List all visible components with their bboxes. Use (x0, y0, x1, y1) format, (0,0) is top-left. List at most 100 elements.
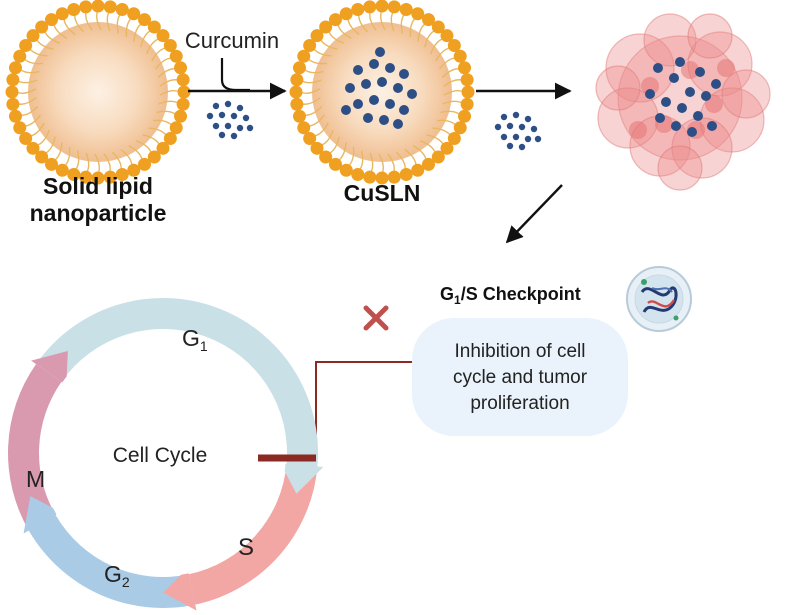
lipid-head (13, 49, 27, 63)
inhibit-x-icon (363, 305, 389, 331)
inhibition-callout (412, 318, 628, 436)
phase-g2-arrow-tip (23, 496, 61, 534)
lipid-head (387, 0, 401, 14)
curcumin-pointer (220, 58, 250, 92)
lipid-head (447, 131, 461, 145)
lipid-head (174, 61, 188, 75)
curcumin-dot (524, 115, 532, 123)
curcumin-dot (512, 111, 520, 119)
lipid-head (319, 150, 333, 164)
lipid-head (458, 109, 472, 123)
cusln-nanoparticle (289, 0, 475, 185)
curcumin-dot (375, 47, 385, 57)
tumor-cell (657, 145, 703, 191)
curcumin-dot (353, 99, 363, 109)
tumor-nucleus (629, 121, 647, 139)
lipid-head (147, 150, 161, 164)
curcumin-dot (379, 115, 389, 125)
lipid-head (319, 20, 333, 34)
curcumin-dot (685, 87, 695, 97)
lipid-head (440, 29, 454, 43)
lipid-head (431, 20, 445, 34)
lipid-head (303, 131, 317, 145)
tumor-nucleus (717, 59, 735, 77)
lipid-head (421, 13, 435, 27)
curcumin-dot (236, 124, 244, 132)
lipid-head (440, 141, 454, 155)
lipid-head (458, 61, 472, 75)
lipid-head (127, 163, 141, 177)
curcumin-dot (206, 112, 214, 120)
lipid-head (399, 168, 413, 182)
lipid-core (28, 22, 168, 162)
lipid-head (156, 141, 170, 155)
curcumin-dot (399, 69, 409, 79)
phase-g2-label: G2 (104, 561, 130, 590)
lipid-head (67, 168, 81, 182)
lipid-head (351, 2, 365, 16)
lipid-head (453, 49, 467, 63)
phase-g2-segment (28, 515, 196, 608)
curcumin-dot (224, 122, 232, 130)
lipid-head (411, 163, 425, 177)
phase-m-segment (7, 364, 62, 531)
lipid-head (339, 7, 353, 21)
lipid-head (147, 20, 161, 34)
checkpoint-title: G1/S Checkpoint (440, 284, 581, 307)
lipid-head (363, 170, 377, 184)
curcumin-dot (661, 97, 671, 107)
curcumin-dot (500, 133, 508, 141)
tumor-nucleus (681, 61, 699, 79)
curcumin-dot (695, 67, 705, 77)
curcumin-dot (369, 59, 379, 69)
curcumin-dot (707, 121, 717, 131)
lipid-head (163, 131, 177, 145)
sln-label-line1: Solid lipid (43, 173, 153, 199)
lipid-head (5, 85, 19, 99)
arrow-down-left-icon (505, 184, 563, 244)
lipid-head (387, 170, 401, 184)
sln-label-line2: nanoparticle (30, 200, 167, 226)
curcumin-dot (645, 89, 655, 99)
curcumin-dot (530, 125, 538, 133)
cell-nucleus-icon (626, 266, 692, 332)
curcumin-dot (230, 132, 238, 140)
tumor-cell (687, 13, 733, 59)
phase-s-arrow-tip (163, 568, 197, 611)
lipid-head (297, 121, 311, 135)
lipid-head (460, 73, 474, 87)
solid-lipid-nanoparticle (5, 0, 191, 185)
lipid-head (45, 157, 59, 171)
curcumin-released-molecules (494, 111, 542, 151)
curcumin-dot (677, 103, 687, 113)
tumor-cell (643, 13, 697, 67)
lipid-head (35, 150, 49, 164)
lipid-head (79, 170, 93, 184)
curcumin-dot (246, 124, 254, 132)
lipid-head (79, 0, 93, 14)
lipid-head (35, 20, 49, 34)
cell-cycle-label: Cell Cycle (113, 444, 208, 467)
phase-g1-arrow-tip (280, 463, 324, 494)
curcumin-dot (506, 142, 514, 150)
curcumin-dot (407, 89, 417, 99)
curcumin-dot (393, 83, 403, 93)
curcumin-dot (377, 77, 387, 87)
curcumin-dot (701, 91, 711, 101)
curcumin-dot (353, 65, 363, 75)
lipid-head (310, 29, 324, 43)
tumor-nucleus (641, 77, 659, 95)
lipid-head (176, 73, 190, 87)
lipid-head (431, 150, 445, 164)
lipid-core (312, 22, 452, 162)
lipid-head (351, 168, 365, 182)
checkpoint-connector (315, 361, 412, 458)
curcumin-dot (655, 113, 665, 123)
curcumin-dot (385, 63, 395, 73)
lipid-head (303, 39, 317, 53)
curcumin-dot (506, 122, 514, 130)
lipid-head (339, 163, 353, 177)
lipid-head (67, 2, 81, 16)
lipid-head (156, 29, 170, 43)
